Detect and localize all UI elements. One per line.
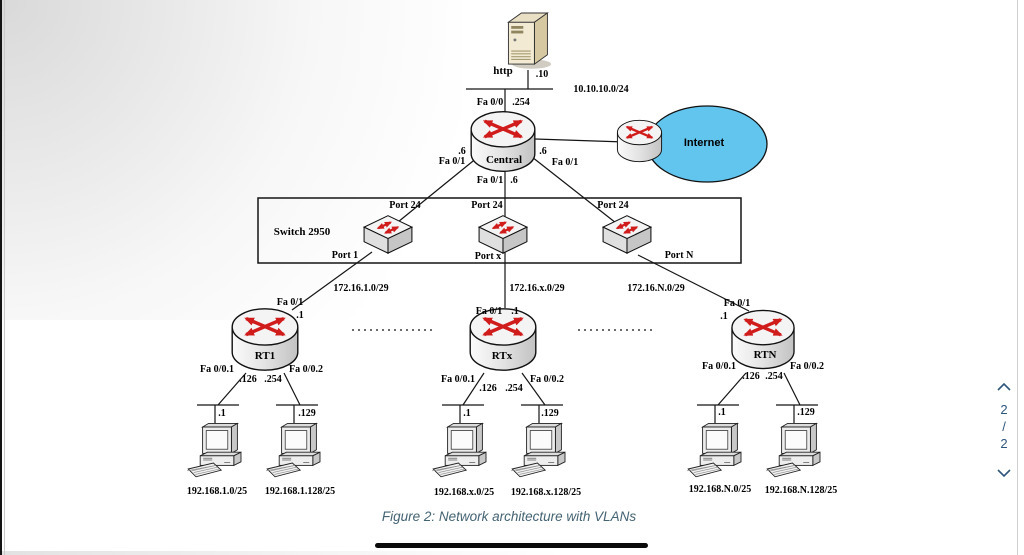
label-port-x: Port x (474, 251, 502, 262)
label-lan3-gw: .1 (463, 408, 471, 419)
page-bottom-rule (375, 543, 648, 548)
label-central-name: Central (485, 154, 523, 166)
pc-vlanxa-icon (432, 422, 487, 478)
pc-vlanxb-icon (511, 422, 566, 478)
label-central-ip-down: .6 (510, 175, 518, 186)
label-rt1-up-if: Fa 0/1 (276, 297, 304, 308)
label-lan4-gw: .129 (541, 408, 559, 419)
label-rtx-subif1: Fa 0/0.1 (441, 374, 475, 385)
page-total: 2 (1000, 436, 1008, 451)
chevron-down-icon[interactable] (995, 468, 1013, 479)
pc-vlan1a-icon (187, 422, 242, 478)
label-port24-3: Port 24 (597, 200, 629, 211)
label-trunk-net-1: 172.16.1.0/29 (333, 283, 389, 294)
label-rt1-subif1: Fa 0/0.1 (200, 364, 234, 375)
label-lan3-subnet: 192.168.x.0/25 (433, 487, 495, 498)
left-page-border (4, 0, 5, 555)
label-central-ip-right: .6 (539, 146, 547, 157)
label-rt1-up-ip: .1 (296, 310, 304, 321)
label-lan1-gw: .1 (218, 408, 226, 419)
chevron-up-icon[interactable] (995, 381, 1013, 392)
label-rtn-subif2: Fa 0/0.2 (790, 361, 824, 372)
page-separator: / (1002, 419, 1006, 434)
label-central-if-right: Fa 0/1 (551, 157, 579, 168)
pc-vlan1b-icon (266, 422, 321, 478)
label-lan6-gw: .129 (797, 407, 815, 418)
label-port24-1: Port 24 (389, 200, 421, 211)
left-edge-line (0, 0, 2, 555)
label-port-n: Port N (664, 250, 694, 261)
label-rt1-subip1: .126 (239, 374, 257, 385)
label-lan2-gw: .129 (298, 408, 316, 419)
label-port-1: Port 1 (331, 250, 359, 261)
label-central-if-top: Fa 0/0 (476, 97, 504, 108)
switch-n-icon (603, 216, 651, 253)
connection-lines (197, 70, 818, 424)
label-trunk-net-n: 172.16.N.0/29 (627, 283, 685, 294)
page-navigation: 2 / 2 (988, 376, 1020, 491)
label-rt1-name: RT1 (254, 350, 276, 362)
label-rtn-subip2: .254 (765, 371, 783, 382)
label-rtx-subip1: .126 (479, 383, 497, 394)
label-lan4-subnet: 192.168.x.128/25 (510, 487, 582, 498)
pc-vlannb-icon (766, 422, 821, 478)
switch-2950-box (257, 197, 742, 264)
label-server-ip: .10 (535, 69, 549, 80)
label-rtn-up-ip: .1 (720, 311, 728, 322)
switch-1-icon (364, 216, 412, 253)
label-server-network: 10.10.10.0/24 (573, 84, 629, 95)
label-rtx-subif2: Fa 0/0.2 (530, 374, 564, 385)
label-lan2-subnet: 192.168.1.128/25 (264, 486, 336, 497)
label-switch-title: Switch 2950 (273, 226, 331, 238)
label-rtx-up-if: Fa 0/1 (475, 306, 503, 317)
label-rtn-up-if: Fa 0/1 (723, 298, 751, 309)
label-server-name: http (493, 65, 513, 77)
label-trunk-net-x: 172.16.x.0/29 (509, 283, 565, 294)
label-central-ip-left: .6 (458, 146, 466, 157)
page-corner-shadow (2, 0, 462, 320)
label-rtn-name: RTN (753, 349, 777, 361)
pc-vlanna-icon (687, 422, 742, 478)
label-lan6-subnet: 192.168.N.128/25 (764, 485, 838, 496)
label-central-ip-top: .254 (512, 97, 530, 108)
label-rtx-up-ip: .1 (511, 306, 519, 317)
figure-caption: Figure 2: Network architecture with VLAN… (381, 509, 637, 524)
label-lan1-subnet: 192.168.1.0/25 (186, 486, 248, 497)
label-rtn-subip1: .126 (742, 371, 760, 382)
right-page-border (1017, 0, 1018, 555)
label-rt1-subif2: Fa 0/0.2 (289, 364, 323, 375)
label-central-if-left: Fa 0/1 (438, 156, 466, 167)
switch-x-icon (479, 216, 527, 253)
label-port24-2: Port 24 (471, 200, 503, 211)
label-rtn-subif1: Fa 0/0.1 (702, 361, 736, 372)
label-rt1-subip2: .254 (264, 374, 282, 385)
label-lan5-subnet: 192.168.N.0/25 (688, 484, 752, 495)
label-rtx-subip2: .254 (505, 383, 523, 394)
label-rtx-name: RTx (491, 350, 513, 362)
bottom-page-shadow (0, 551, 1024, 555)
internet-edge-router-icon (617, 120, 661, 161)
page-current: 2 (1000, 402, 1008, 417)
label-central-if-down: Fa 0/1 (476, 175, 504, 186)
label-lan5-gw: .1 (718, 407, 726, 418)
label-internet: Internet (683, 137, 725, 149)
http-server-icon (507, 12, 552, 70)
